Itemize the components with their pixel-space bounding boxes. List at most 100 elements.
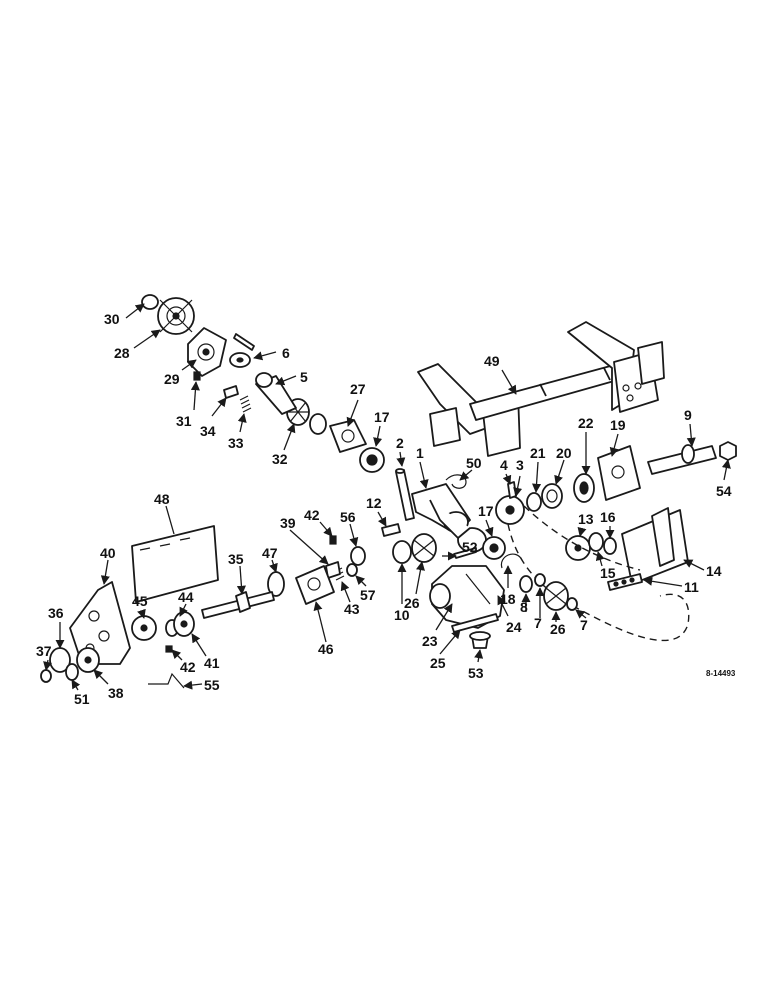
fitting-part-42-lower [165, 645, 173, 653]
flange-part-29 [187, 327, 227, 377]
flange-part-22 [573, 473, 595, 503]
pin-part-34 [223, 385, 239, 399]
callout-29: 29 [164, 371, 180, 387]
callout-55: 55 [204, 677, 220, 693]
callout-9: 9 [684, 407, 692, 423]
nut-part-57 [346, 563, 358, 577]
callout-52: 52 [462, 539, 478, 555]
callout-labels: 30 28 29 6 5 31 34 33 32 27 17 2 1 50 4 … [36, 311, 736, 707]
callout-43: 43 [344, 601, 360, 617]
callout-17-lower: 17 [478, 503, 494, 519]
callout-8: 8 [520, 599, 528, 615]
callout-23: 23 [422, 633, 438, 649]
callout-32: 32 [272, 451, 288, 467]
nut-part-7-left [534, 573, 546, 587]
callout-44: 44 [178, 589, 194, 605]
gearbox-housing-part-1 [411, 483, 487, 553]
callout-5: 5 [300, 369, 308, 385]
plate-part-19 [597, 445, 641, 501]
bearing-part-38 [76, 647, 100, 673]
callout-42-upper: 42 [304, 507, 320, 523]
snap-ring-part-18 [500, 553, 523, 569]
callout-47: 47 [262, 545, 278, 561]
callout-30: 30 [104, 311, 120, 327]
clip-part-50 [445, 474, 467, 489]
callout-3: 3 [516, 457, 524, 473]
collar-part-51 [65, 663, 79, 681]
chain-link-part-11 [607, 573, 643, 591]
callout-20: 20 [556, 445, 572, 461]
callout-39: 39 [280, 515, 296, 531]
main-frame-part-49 [417, 321, 665, 457]
callout-49: 49 [484, 353, 500, 369]
callout-41: 41 [204, 655, 220, 671]
callout-26-right: 26 [550, 621, 566, 637]
callout-25: 25 [430, 655, 446, 671]
callout-37: 37 [36, 643, 52, 659]
callout-14: 14 [706, 563, 722, 579]
callout-4: 4 [500, 457, 508, 473]
shaft-part-5 [255, 372, 297, 415]
callout-11: 11 [684, 579, 699, 595]
callout-48: 48 [154, 491, 170, 507]
callout-28: 28 [114, 345, 130, 361]
callout-56: 56 [340, 509, 356, 525]
fitting-part-42-upper [329, 535, 337, 545]
washer-part-6 [229, 352, 251, 368]
shaft-part-35 [201, 591, 275, 619]
callout-46: 46 [318, 641, 334, 657]
collar-part-21 [526, 492, 542, 512]
bearing-part-15 [588, 532, 604, 552]
sprocket-part-3 [495, 495, 525, 525]
callout-1: 1 [416, 445, 424, 461]
hub-near-27 [309, 413, 327, 435]
callout-33: 33 [228, 435, 244, 451]
bolt-near-29 [233, 333, 255, 351]
callout-10: 10 [394, 607, 410, 623]
ring-part-8 [519, 575, 533, 593]
bevel-gear-part-26-left [411, 533, 437, 563]
callout-16: 16 [600, 509, 616, 525]
nut-part-37 [40, 669, 52, 683]
callout-40: 40 [100, 545, 116, 561]
callout-15: 15 [600, 565, 616, 581]
callout-36: 36 [48, 605, 64, 621]
callout-50: 50 [466, 455, 482, 471]
bushing-part-10 [392, 540, 412, 564]
callout-42-lower: 42 [180, 659, 196, 675]
hub-part-41 [173, 611, 195, 637]
flange-part-27 [329, 419, 367, 453]
callout-38: 38 [108, 685, 124, 701]
sprocket-part-45 [131, 615, 157, 641]
bearing-part-20 [541, 483, 563, 509]
nut-part-54 [719, 441, 737, 461]
callout-51: 51 [74, 691, 90, 707]
nut-part-7-right [566, 597, 578, 611]
callout-57: 57 [360, 587, 376, 603]
callout-22: 22 [578, 415, 594, 431]
callout-21: 21 [530, 445, 546, 461]
callout-35: 35 [228, 551, 244, 567]
key-part-12 [381, 523, 401, 537]
ring-part-16 [603, 537, 617, 555]
shield-plate-part-48 [131, 525, 219, 603]
drawing-reference-number: 8-14493 [706, 669, 736, 678]
callout-7-right: 7 [580, 617, 588, 633]
sprocket-part-13 [565, 535, 591, 561]
callout-13: 13 [578, 511, 594, 527]
plug-part-53 [469, 631, 491, 649]
callout-34: 34 [200, 423, 216, 439]
bushing-part-56 [350, 546, 366, 566]
shaft-part-9 [647, 444, 717, 475]
callout-2: 2 [396, 435, 404, 451]
shield-part-14 [621, 507, 689, 585]
spring-part-33 [239, 395, 252, 413]
callout-45: 45 [132, 593, 148, 609]
callout-24: 24 [506, 619, 522, 635]
callout-7-left: 7 [534, 615, 542, 631]
callout-54: 54 [716, 483, 732, 499]
fitting-part-31 [193, 371, 201, 381]
callout-27: 27 [350, 381, 366, 397]
callout-18: 18 [500, 591, 516, 607]
